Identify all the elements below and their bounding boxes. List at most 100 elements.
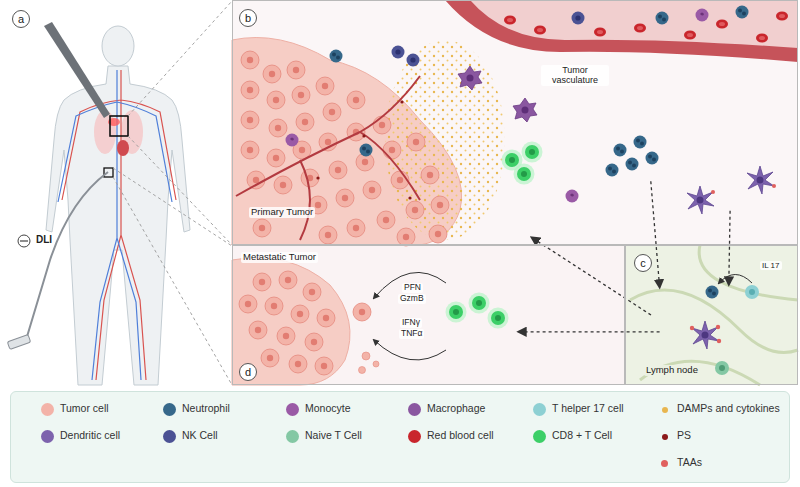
- tumor-cell: [274, 176, 292, 194]
- tumor-fragment: [362, 352, 370, 360]
- tumor-cell: [241, 51, 259, 69]
- killing-arrow: [374, 340, 446, 360]
- zoom-panel: d Metastatic Tumor: [232, 245, 625, 385]
- body-silhouette: [46, 66, 190, 385]
- taa-dot: [711, 190, 715, 194]
- dli-icon: [18, 235, 30, 247]
- migration-arrow: [519, 331, 660, 332]
- cytokine-label: IL 17: [760, 261, 782, 270]
- tumor-fragment: [373, 361, 379, 367]
- neutrophil: [706, 286, 719, 299]
- tumor-fragment: [359, 367, 366, 374]
- legend-text: Monocyte: [305, 402, 351, 415]
- tumor-cell: [421, 166, 439, 184]
- tumor-cell: [241, 111, 259, 129]
- legend-swatch: [662, 434, 668, 440]
- dli-icon: [20, 240, 28, 241]
- tumor-cell: [269, 119, 287, 137]
- legend-swatch: [533, 403, 546, 416]
- legend-text: T helper 17 cell: [552, 402, 624, 415]
- procedure-label: DLI: [34, 234, 54, 246]
- tumor-cell: [303, 283, 321, 301]
- dendritic-cell: [687, 186, 714, 214]
- panel-ground: [232, 0, 798, 245]
- monocyte: [286, 134, 299, 147]
- legend-text: TAAs: [677, 456, 702, 469]
- tumor-cell: [291, 305, 309, 323]
- tumor-cell: [296, 113, 314, 131]
- panel-letter: d: [239, 363, 257, 381]
- effector-label: PFN: [402, 283, 423, 293]
- neutrophil: [330, 50, 343, 63]
- legend-swatch: [408, 403, 421, 416]
- zoom-line: [128, 1, 232, 116]
- tumor-cell: [289, 355, 307, 373]
- migration-arrow: [729, 211, 730, 285]
- lymph-vessel: [630, 245, 798, 385]
- ps-dot: [400, 100, 403, 103]
- tumor-cell: [253, 219, 271, 237]
- tumor-cell: [329, 161, 347, 179]
- tumor-cell: [317, 309, 335, 327]
- tumor-cell: [397, 228, 415, 246]
- tumor-cell: [377, 211, 395, 229]
- tumor-cell: [267, 91, 285, 109]
- artery: [62, 70, 176, 380]
- legend-text: DAMPs and cytokines: [677, 402, 780, 415]
- legend-swatch: [661, 460, 668, 467]
- neutrophil: [606, 164, 619, 177]
- tumor-cell: [277, 327, 295, 345]
- tumor-cell: [261, 349, 279, 367]
- tumor-cell: [316, 77, 334, 95]
- neutrophil: [360, 144, 373, 157]
- cd8-t-cell: [488, 308, 509, 329]
- region-label: Lymph node: [644, 365, 700, 376]
- cd8-t-cell: [446, 302, 467, 323]
- th17-cell: [745, 285, 759, 299]
- tumor-vasculature: [236, 76, 420, 240]
- panel-letter: b: [239, 9, 257, 27]
- legend-text: PS: [677, 429, 691, 442]
- tumor-cell: [279, 271, 297, 289]
- panel-ground: [232, 245, 625, 385]
- neutrophil: [646, 152, 659, 165]
- tumor-cell: [407, 133, 425, 151]
- legend-swatch: [286, 430, 299, 443]
- catheter: [26, 172, 108, 340]
- tumor-cell: [249, 321, 267, 339]
- monocyte: [696, 9, 709, 22]
- panel-letter: c: [634, 254, 652, 272]
- tumor-cell: [267, 149, 285, 167]
- ps-dot: [362, 134, 365, 137]
- tumor-cell: [319, 226, 337, 244]
- panel-letter: a: [12, 10, 30, 28]
- tumor-cell: [263, 65, 281, 83]
- syringe: [7, 334, 30, 349]
- tumor-cell: [353, 303, 371, 321]
- legend-panel: Tumor cellNeutrophilMonocyteMacrophageT …: [10, 391, 790, 483]
- red-blood-cell: [594, 28, 606, 37]
- legend-swatch: [286, 403, 299, 416]
- nk-cell: [572, 12, 585, 25]
- red-blood-cell: [504, 16, 516, 25]
- cytokine-label: IFNγ: [400, 318, 422, 328]
- migration-arrow: [651, 181, 660, 287]
- legend-swatch: [163, 430, 176, 443]
- region-label: Metastatic Tumor: [241, 252, 318, 263]
- tumor-cell: [336, 189, 354, 207]
- tumor-cell: [431, 196, 449, 214]
- damps-cloud: [385, 40, 505, 240]
- tumor-cell: [373, 116, 391, 134]
- probe: [44, 22, 110, 118]
- head: [102, 26, 134, 66]
- taa-dot: [717, 339, 721, 343]
- tumor-cell: [323, 103, 341, 121]
- cd8-t-cell: [469, 293, 490, 314]
- legend-swatch: [662, 407, 668, 413]
- nk-cell: [407, 54, 420, 67]
- ps-dot: [408, 196, 411, 199]
- neutrophil: [626, 158, 639, 171]
- tumor-cell: [347, 91, 365, 109]
- legend-text: Red blood cell: [427, 429, 494, 442]
- legend-text: Macrophage: [427, 402, 485, 415]
